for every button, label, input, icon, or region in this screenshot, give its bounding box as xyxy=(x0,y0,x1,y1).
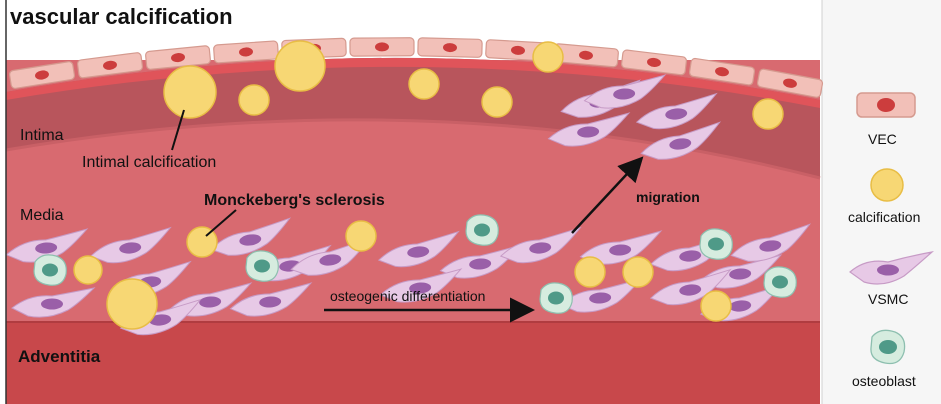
vsmc-cell xyxy=(89,226,172,264)
osteogenic-differentiation-label: osteogenic differentiation xyxy=(330,288,485,304)
vsmc-cell xyxy=(547,112,631,147)
vsmc-cell xyxy=(583,74,667,109)
monckeberg-pointer xyxy=(205,209,237,237)
legend: VEC calcification VSMC osteoblast xyxy=(848,92,934,389)
legend-vec-label: VEC xyxy=(868,131,897,147)
migration-arrow xyxy=(571,156,644,234)
vec-cell xyxy=(8,61,76,89)
vsmc-cell xyxy=(210,217,292,256)
legend-osteoblast-label: osteoblast xyxy=(852,373,916,389)
vec-cell xyxy=(349,37,415,57)
calcification-deposit xyxy=(700,290,732,322)
adventitia-label: Adventitia xyxy=(18,347,101,366)
vsmc-cell xyxy=(499,226,582,264)
vsmc-cell xyxy=(379,268,463,303)
vsmc-cell xyxy=(377,230,460,268)
vec-icon xyxy=(856,92,916,118)
vsmc-cell xyxy=(635,92,718,130)
subendothelial-lamina xyxy=(6,57,820,108)
vsmc-icon xyxy=(849,251,934,285)
calcification-deposit xyxy=(532,41,564,73)
calcification-deposit xyxy=(752,98,784,130)
osteoblast-cell xyxy=(33,254,67,286)
calcification-deposits xyxy=(73,40,784,330)
vec-cell xyxy=(76,52,144,79)
vec-cell xyxy=(213,40,279,64)
vsmc-cell xyxy=(579,230,663,265)
osteoblast-cells xyxy=(33,214,797,314)
calcification-deposit xyxy=(73,255,103,285)
internal-elastic-lamina xyxy=(5,118,821,180)
osteoblast-cell xyxy=(763,266,797,298)
vec-cell xyxy=(621,49,687,76)
intima-label: Intima xyxy=(20,127,64,144)
calcification-deposit xyxy=(163,65,217,119)
vsmc-cells xyxy=(5,74,812,336)
legend-vsmc-label: VSMC xyxy=(868,291,908,307)
vec-cell xyxy=(688,57,756,86)
adventitia-layer xyxy=(6,322,820,404)
migration-label: migration xyxy=(636,189,700,205)
vec-cell xyxy=(756,68,824,98)
media-label: Media xyxy=(20,207,64,224)
legend-calcification-label: calcification xyxy=(848,209,920,225)
vec-cell xyxy=(145,45,211,70)
diagram-title: vascular calcification xyxy=(10,4,233,29)
vsmc-cell xyxy=(5,228,89,263)
calcification-icon xyxy=(870,168,904,202)
vsmc-cell xyxy=(730,223,812,262)
osteoblast-cell xyxy=(539,282,573,314)
vsmc-cell xyxy=(640,121,722,160)
monckeberg-label: Monckeberg's sclerosis xyxy=(204,192,385,209)
intimal-calcification-pointer xyxy=(171,109,185,151)
calcification-deposit xyxy=(481,86,513,118)
calcification-deposit xyxy=(622,256,654,288)
vsmc-cell xyxy=(649,268,732,306)
calcification-deposit xyxy=(408,68,440,100)
osteoblast-icon xyxy=(870,329,906,365)
calcification-deposit xyxy=(186,226,218,258)
vsmc-cell xyxy=(11,287,96,318)
intimal-calcification-label: Intimal calcification xyxy=(82,154,216,171)
calcification-deposit xyxy=(238,84,270,116)
endothelium xyxy=(8,37,824,98)
osteoblast-cell xyxy=(465,214,499,246)
calcification-deposit xyxy=(345,220,377,252)
osteoblast-cell xyxy=(245,250,279,282)
calcification-deposit xyxy=(106,278,158,330)
vec-cell xyxy=(417,37,483,58)
calcification-deposit xyxy=(574,256,606,288)
vsmc-cell xyxy=(229,282,313,317)
calcification-deposit xyxy=(274,40,326,92)
osteoblast-cell xyxy=(699,228,733,260)
